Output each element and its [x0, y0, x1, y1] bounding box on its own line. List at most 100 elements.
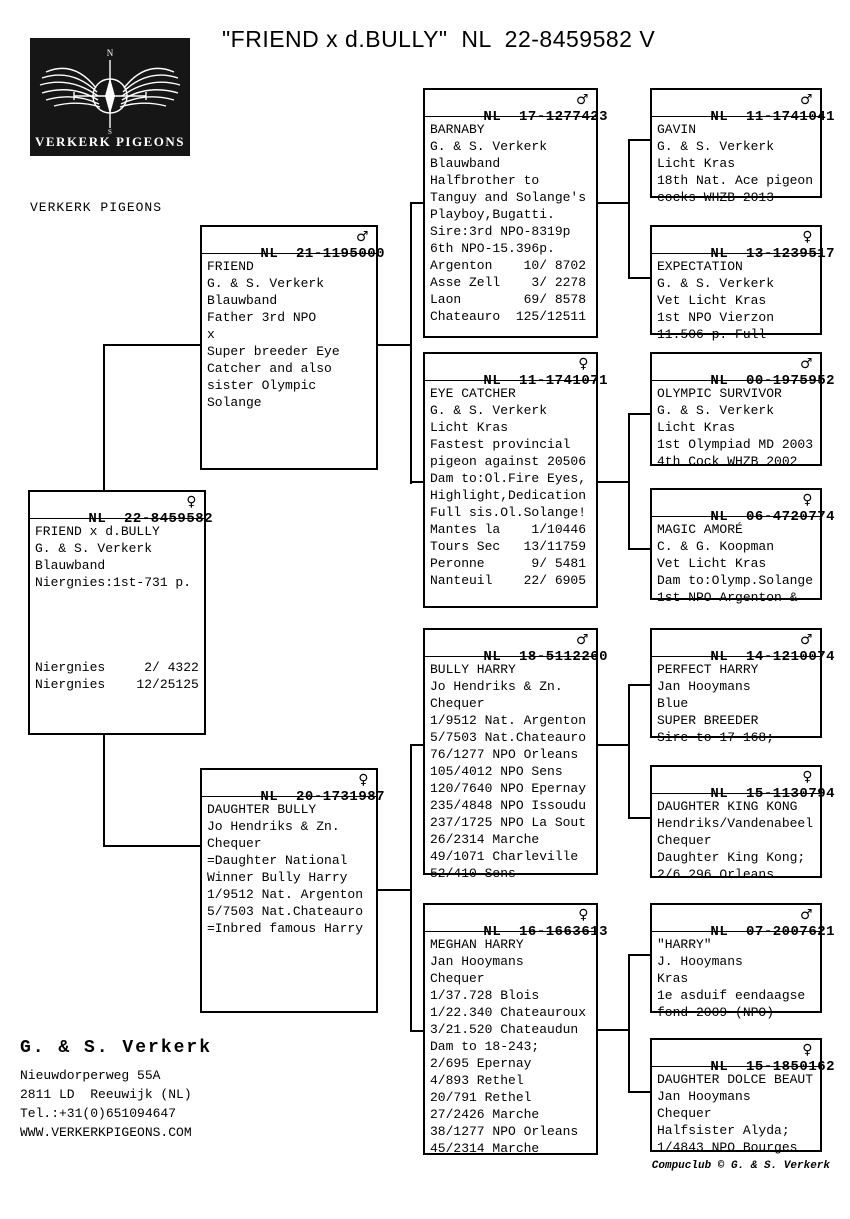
female-symbol-icon: ♀ [802, 492, 813, 508]
text-line: FRIEND [207, 259, 254, 274]
connector-line [598, 744, 630, 746]
text-line: 27/2426 Marche [430, 1107, 540, 1122]
ring-number-header: NL 16-1663613 ♀ [425, 905, 608, 940]
male-symbol-icon: ♂ [799, 92, 813, 108]
text-line: Highlight,Dedication [430, 488, 587, 503]
text-line: PERFECT HARRY [657, 662, 759, 677]
female-symbol-icon: ♀ [578, 356, 589, 372]
logo-text: VERKERK PIGEONS [35, 134, 185, 149]
text-line: Solange [207, 395, 262, 410]
text-line: Jan Hooymans [430, 954, 524, 969]
text-line: EYE CATCHER [430, 386, 516, 401]
connector-line [410, 1030, 425, 1032]
text-line: 2/695 Epernay [430, 1056, 532, 1071]
text-line [35, 625, 200, 642]
text-line: 5/7503 Nat.Chateauro [430, 730, 587, 745]
ring-number: NL 14-1210074 [710, 649, 836, 665]
text-line: Winner Bully Harry [207, 870, 348, 885]
text-line: Father 3rd NPO [207, 310, 317, 325]
ring-number: NL 20-1731987 [260, 789, 386, 805]
ring-number-header: NL 20-1731987 ♀ [202, 770, 385, 805]
text-line: BULLY HARRY [430, 662, 516, 677]
text-line: 6th NPO-15.396p. [430, 241, 555, 256]
text-line: C. & G. Koopman [657, 539, 775, 554]
male-symbol-icon: ♂ [575, 92, 589, 108]
pedigree-box-magic-amore: NL 06-4720774 ♀ MAGIC AMORÉ C. & G. Koopm… [650, 488, 835, 605]
text-line: Chateauro 125/12511 [430, 309, 587, 324]
text-line: Blauwband [35, 558, 106, 573]
text-line: 105/4012 NPO Sens [430, 764, 563, 779]
text-line: 237/1725 NPO La Sout [430, 815, 587, 830]
text-line: Licht Kras [657, 156, 736, 171]
connector-line [410, 745, 412, 1032]
text-line: Licht Kras [657, 420, 736, 435]
text-line: G. & S. Verkerk [657, 276, 775, 291]
text-line: Laon 69/ 8578 [430, 292, 587, 307]
text-line: Nieuwdorperweg 55A [20, 1068, 161, 1083]
text-line: Dam to 18-243; [430, 1039, 540, 1054]
text-line: 1st Olympiad MD 2003 [657, 437, 814, 452]
connector-line [628, 955, 630, 1093]
connector-line [628, 413, 652, 415]
text-line: Vet Licht Kras [657, 556, 767, 571]
female-symbol-icon: ♀ [358, 772, 369, 788]
text-line: sister Olympic [207, 378, 317, 393]
male-symbol-icon: ♂ [575, 632, 589, 648]
connector-line [410, 481, 425, 483]
footer-credit: Compuclub © G. & S. Verkerk [651, 1160, 830, 1172]
ring-number-header: NL 15-1130794 ♀ [652, 767, 835, 802]
ring-number-header: NL 11-1741071 ♀ [425, 354, 608, 389]
text-line: fond 2009 (NPO) [657, 1005, 775, 1020]
ring-number-header: NL 15-1850162 ♀ [652, 1040, 835, 1075]
connector-line [410, 744, 425, 746]
text-line: Tours Sec 13/11759 [430, 539, 587, 554]
text-line: 1e asduif eendaagse [657, 988, 806, 1003]
text-line: Full sis.Ol.Solange! [430, 505, 587, 520]
text-line: Halfsister Alyda; [657, 1123, 790, 1138]
text-line: Chequer [657, 833, 712, 848]
connector-line [628, 685, 630, 819]
text-line: Jo Hendriks & Zn. [207, 819, 340, 834]
connector-line [598, 202, 630, 204]
ring-number: NL 06-4720774 [710, 509, 836, 525]
male-symbol-icon: ♂ [799, 632, 813, 648]
ring-number-header: NL 14-1210074 ♂ [652, 630, 835, 665]
ring-number: NL 21-1195000 [260, 246, 386, 262]
owner-name: G. & S. Verkerk [20, 1038, 213, 1058]
text-line: 18th Nat. Ace pigeon [657, 173, 814, 188]
text-line: 2811 LD Reeuwijk (NL) [20, 1087, 192, 1102]
text-line: =Daughter National [207, 853, 348, 868]
text-line: G. & S. Verkerk [657, 403, 775, 418]
text-line: G. & S. Verkerk [207, 276, 325, 291]
text-line: 5/7503 Nat.Chateauro [207, 904, 364, 919]
text-line: J. Hooymans [657, 954, 743, 969]
ring-number: NL 22-8459582 [88, 511, 214, 527]
text-line: Tanguy and Solange's [430, 190, 587, 205]
connector-line [628, 139, 652, 141]
text-line: OLYMPIC SURVIVOR [657, 386, 782, 401]
ring-number: NL 00-1975952 [710, 373, 836, 389]
text-line: pigeon against 20506 [430, 454, 587, 469]
text-line: 45/2314 Marche [430, 1141, 540, 1156]
text-line: 1st NPO Vierzon [657, 310, 775, 325]
text-line: Asse Zell 3/ 2278 [430, 275, 587, 290]
text-line: MAGIC AMORÉ [657, 522, 743, 537]
ring-number-header: NL 21-1195000 ♂ [202, 227, 385, 262]
